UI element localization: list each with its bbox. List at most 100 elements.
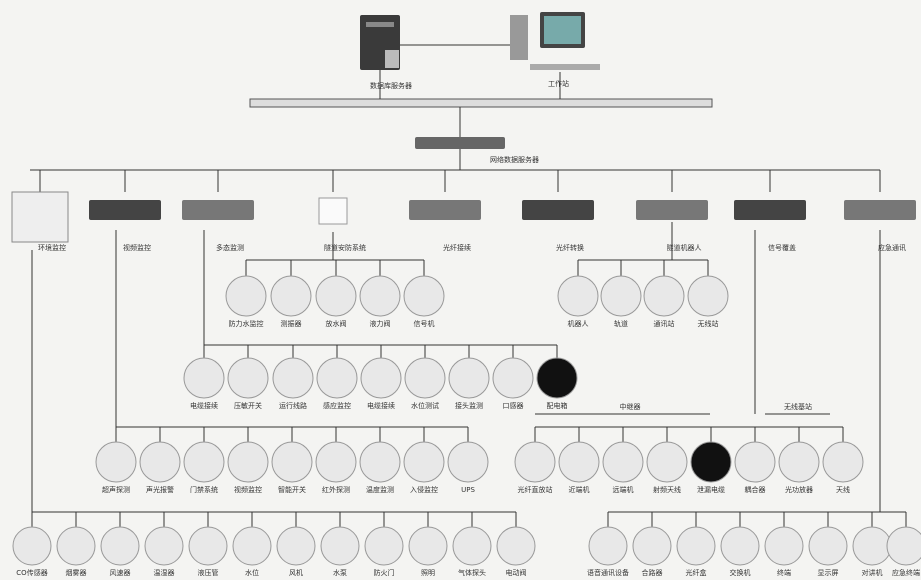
row3-right-item-label: 耦合器 (745, 485, 766, 494)
row4-right-item-label: 终端 (777, 568, 791, 577)
device-label: 隧道安防系统 (324, 243, 366, 252)
row4-item-label: CO传感器 (16, 568, 47, 577)
row2-item-icon (361, 358, 401, 398)
device-multi-icon (182, 200, 254, 220)
row3-item-label: 红外探测 (322, 485, 350, 494)
device-label: 环境监控 (38, 243, 66, 252)
row3-right-item-icon (515, 442, 555, 482)
row4-item-icon (13, 527, 51, 565)
row3-right-item-icon (647, 442, 687, 482)
row2-item-icon (184, 358, 224, 398)
row4-right-item-label: 光纤盒 (686, 568, 707, 577)
row2-item-label: 运行线路 (279, 401, 307, 410)
workstation-icon (510, 12, 600, 70)
row2-item-label: 水位测试 (411, 401, 439, 410)
row2-item-label: 感应监控 (323, 401, 351, 410)
row4-right-item-icon (633, 527, 671, 565)
robots-item-label: 通讯站 (654, 319, 675, 328)
backbone-bar (250, 99, 712, 107)
row3-right-item-label: 光功放器 (785, 485, 813, 494)
device-camera-icon (89, 200, 161, 220)
row4-right-item-icon (765, 527, 803, 565)
row2-item-label: 电缆接续 (367, 401, 395, 410)
database-server-icon (360, 15, 400, 70)
row3-right-item-label: 泄漏电缆 (697, 485, 725, 494)
bracket-base-label: 无线基站 (784, 402, 812, 411)
row3-right-item-label: 射频天线 (653, 485, 681, 494)
row3-item-label: 入侵监控 (410, 485, 438, 494)
row3-right-item-icon (691, 442, 731, 482)
row3-item-icon (272, 442, 312, 482)
robots-item-icon (601, 276, 641, 316)
row2-item-icon (273, 358, 313, 398)
row4-right-item-icon (809, 527, 847, 565)
row1-item-icon (360, 276, 400, 316)
row3-item-label: 视频监控 (234, 485, 262, 494)
row4-item-label: 风机 (289, 568, 303, 577)
row4-item-icon (277, 527, 315, 565)
row3-right-item-icon (823, 442, 863, 482)
core-switch-label: 网络数据服务器 (490, 155, 539, 164)
robots-item-label: 机器人 (568, 319, 589, 328)
robots-item-label: 无线站 (698, 319, 719, 328)
row4-item-label: 液压管 (198, 568, 219, 577)
row3-item-icon (404, 442, 444, 482)
row4-item-label: 照明 (421, 569, 435, 577)
device-fiber-icon (409, 200, 481, 220)
row4-right-item-label: 交换机 (730, 568, 751, 577)
row4-item-label: 温湿器 (154, 568, 175, 577)
row3-right-item-icon (603, 442, 643, 482)
row3-item-label: 智能开关 (278, 485, 306, 494)
row4-right-item-label: 应急终端 (892, 568, 920, 577)
device-robot-icon (636, 200, 708, 220)
row2-item-label: 口感器 (503, 401, 524, 410)
row1-item-icon (226, 276, 266, 316)
row2-item-icon (449, 358, 489, 398)
bracket-relay-label: 中继器 (620, 402, 641, 411)
row3-right-item-icon (779, 442, 819, 482)
row3-right-item-label: 光纤直放站 (518, 485, 553, 494)
row3-item-label: 温度监测 (366, 485, 394, 494)
row4-right-item-icon (853, 527, 891, 565)
row1-item-label: 液力阀 (370, 319, 391, 328)
row4-item-icon (409, 527, 447, 565)
row4-item-icon (101, 527, 139, 565)
device-label: 多态监测 (216, 243, 244, 252)
row3-item-icon (184, 442, 224, 482)
row2-item-label: 电缆接续 (190, 401, 218, 410)
robots-item-icon (644, 276, 684, 316)
row4-item-label: 水位 (245, 568, 259, 577)
device-label: 应急通讯 (878, 243, 906, 252)
row1-item-icon (316, 276, 356, 316)
row3-right-item-icon (735, 442, 775, 482)
row3-item-label: 超声探测 (102, 485, 130, 494)
row2-item-label: 接头监测 (455, 401, 483, 410)
row4-right-item-icon (721, 527, 759, 565)
row1-item-icon (271, 276, 311, 316)
row4-right-item-icon (887, 527, 921, 565)
row4-item-icon (453, 527, 491, 565)
core-switch-icon (415, 137, 505, 149)
row3-item-icon (96, 442, 136, 482)
row2-item-icon (228, 358, 268, 398)
row4-item-label: 电动阀 (506, 568, 527, 577)
row4-item-icon (321, 527, 359, 565)
device-safety-icon (319, 198, 347, 224)
device-label: 信号覆盖 (768, 243, 796, 252)
row4-item-icon (365, 527, 403, 565)
row3-item-icon (360, 442, 400, 482)
device-label: 光纤转换 (556, 243, 584, 252)
row2-item-icon (493, 358, 533, 398)
device-env-icon (12, 192, 68, 242)
device-emergency-icon (844, 200, 916, 220)
device-signal-icon (734, 200, 806, 220)
device-label: 光纤接续 (443, 243, 471, 252)
row3-right-item-label: 远端机 (613, 485, 634, 494)
row1-item-label: 信号机 (414, 319, 435, 328)
row2-item-icon (405, 358, 445, 398)
row3-item-icon (316, 442, 356, 482)
row1-item-label: 防力水监控 (229, 319, 264, 328)
row3-right-item-label: 天线 (836, 485, 850, 494)
row4-item-label: 气体探头 (458, 568, 486, 577)
